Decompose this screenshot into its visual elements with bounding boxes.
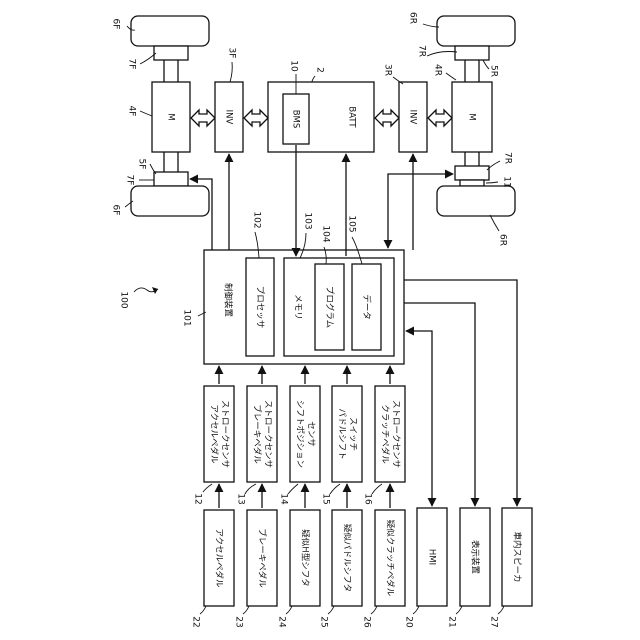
ref-100-arrowhead bbox=[152, 287, 158, 294]
paddle-switch-line2: スイッチ bbox=[348, 417, 358, 451]
clutch-sensor-line2: ストロークセンサ bbox=[391, 400, 401, 468]
ref-25: 25 bbox=[319, 616, 329, 627]
ref-6f-top: 6F bbox=[111, 19, 121, 30]
rear-hub-lower bbox=[455, 166, 489, 180]
brake-pedal-label: ブレーキペダル bbox=[257, 528, 268, 588]
ref-11: 11 bbox=[502, 176, 512, 187]
ref-104: 104 bbox=[321, 225, 331, 242]
front-wheel-lower bbox=[131, 186, 209, 216]
ref-6r-top: 6R bbox=[408, 12, 418, 24]
ref-7r-bot: 7R bbox=[503, 152, 513, 164]
ref-22: 22 bbox=[191, 616, 201, 627]
ref-4f: 4F bbox=[127, 106, 137, 117]
ref-101: 101 bbox=[182, 309, 192, 326]
accel-pedal-label: アクセルペダル bbox=[214, 528, 225, 588]
devices: アクセルペダル ブレーキペダル 疑似H型シフタ 疑似パドルシフタ 疑似クラッチペ… bbox=[204, 508, 532, 606]
pseudo-paddle-shifter-label: 疑似パドルシフタ bbox=[342, 524, 353, 592]
ref-105: 105 bbox=[347, 215, 357, 232]
ref-7f-bot: 7F bbox=[125, 175, 135, 186]
ref-16: 16 bbox=[363, 493, 373, 505]
hmi-label: HMI bbox=[427, 549, 437, 565]
ref-102: 102 bbox=[252, 211, 262, 228]
program-label: プログラム bbox=[324, 286, 335, 328]
front-motor-label: M bbox=[166, 113, 176, 120]
rear-inv-motor-arrow bbox=[428, 110, 452, 126]
paddle-switch-line1: パドルシフト bbox=[337, 408, 347, 459]
ref-14: 14 bbox=[279, 493, 289, 505]
rear-sensor-11 bbox=[460, 180, 484, 186]
bms-label: BMS bbox=[291, 110, 301, 129]
ref-7f-top: 7F bbox=[127, 59, 137, 70]
ref-5f: 5F bbox=[137, 159, 147, 170]
accel-sensor-line1: アクセルペダル bbox=[209, 404, 220, 464]
ref-13: 13 bbox=[236, 493, 246, 504]
memory-label: メモリ bbox=[293, 294, 303, 320]
data-label: データ bbox=[361, 294, 372, 320]
brake-sensor-line1: ブレーキペダル bbox=[252, 404, 263, 464]
display-device-label: 表示装置 bbox=[470, 540, 481, 575]
drivetrain: M INV BATT BMS INV M bbox=[131, 16, 515, 216]
ref-6f-bot: 6F bbox=[111, 205, 121, 216]
rear-wheel-lower bbox=[437, 186, 515, 216]
shift-sensor-line1: シフトポジション bbox=[295, 400, 305, 468]
front-wheel-upper bbox=[131, 16, 209, 46]
rear-inverter-label: INV bbox=[408, 110, 418, 125]
rear-hub-upper bbox=[455, 46, 489, 60]
ref-15: 15 bbox=[321, 493, 331, 504]
ref-27: 27 bbox=[489, 616, 499, 627]
ref-100: 100 bbox=[119, 291, 129, 308]
battery-label: BATT bbox=[347, 106, 357, 128]
rear-motor-label: M bbox=[467, 113, 477, 120]
ref-4r: 4R bbox=[433, 64, 443, 76]
ref-3r: 3R bbox=[383, 64, 393, 76]
clutch-sensor-line1: クラッチペダル bbox=[380, 404, 391, 464]
ref-2: 2 bbox=[315, 67, 325, 73]
front-hub-lower bbox=[154, 172, 188, 186]
controller-label: 制御装置 bbox=[223, 283, 234, 318]
ref-26: 26 bbox=[362, 616, 372, 628]
batt-rear-inv-arrow bbox=[375, 110, 399, 126]
ref-7r-top: 7R bbox=[417, 45, 427, 57]
ref-103: 103 bbox=[303, 212, 313, 229]
brake-sensor-line2: ストロークセンサ bbox=[263, 400, 273, 468]
accel-sensor-line2: ストロークセンサ bbox=[220, 400, 230, 468]
front-inv-batt-arrow bbox=[244, 110, 268, 126]
ref-20: 20 bbox=[404, 616, 414, 628]
ref-10: 10 bbox=[289, 60, 299, 72]
ref-23: 23 bbox=[234, 616, 244, 627]
pseudo-clutch-pedal-label: 疑似クラッチペダル bbox=[385, 520, 396, 597]
ref-3f: 3F bbox=[227, 48, 237, 59]
front-hub-upper bbox=[154, 46, 188, 60]
ref-6r-bot: 6R bbox=[498, 234, 508, 246]
ref-24: 24 bbox=[277, 616, 287, 628]
pseudo-h-shifter-label: 疑似H型シフタ bbox=[300, 529, 311, 586]
processor-label: プロセッサ bbox=[255, 286, 265, 329]
ref-12: 12 bbox=[193, 493, 203, 504]
in-car-speaker-label: 車内スピーカ bbox=[512, 531, 523, 582]
rear-wheel-upper bbox=[437, 16, 515, 46]
ref-5r: 5R bbox=[489, 65, 499, 77]
front-inverter-label: INV bbox=[224, 110, 234, 125]
controller-group: 制御装置 プロセッサ メモリ プログラム データ bbox=[204, 250, 404, 364]
sensors: アクセルペダル ストロークセンサ ブレーキペダル ストロークセンサ シフトポジシ… bbox=[204, 386, 405, 482]
shift-sensor-line2: センサ bbox=[306, 421, 316, 447]
ref-21: 21 bbox=[447, 616, 457, 627]
front-motor-inv-arrow bbox=[191, 110, 215, 126]
